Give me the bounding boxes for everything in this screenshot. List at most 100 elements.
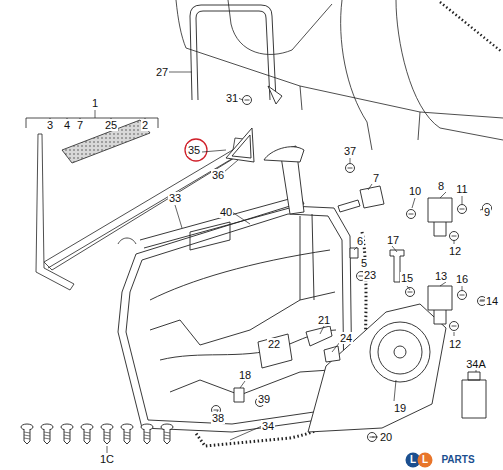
door-shell-part [170, 370, 330, 395]
callout-number: 40 [219, 206, 233, 218]
mirror-triangle [185, 128, 254, 162]
window-seal-part [268, 86, 282, 104]
fasteners-part [121, 424, 133, 444]
callout-number: 2 [141, 119, 149, 131]
door-shell-part [300, 214, 314, 300]
car-body-part [176, 0, 503, 118]
fasteners-part [161, 424, 173, 444]
callout-number: 24 [339, 332, 353, 344]
leader-lines-part [95, 110, 96, 118]
speaker-cover-part [308, 304, 446, 432]
mirror-triangle-part [185, 139, 207, 161]
fasteners-part [61, 424, 73, 444]
lock-and-brackets-part [428, 286, 452, 324]
callout-number: 13 [434, 270, 448, 282]
leader-lines-part [216, 342, 340, 414]
fasteners-part [101, 424, 113, 444]
callout-number: 22 [267, 338, 281, 350]
mirror-triangle-part [232, 135, 251, 158]
fasteners [21, 96, 492, 445]
callout-number: 12 [448, 338, 462, 350]
leader-lines-part [107, 370, 476, 454]
logo-text: PARTS [440, 454, 475, 466]
fasteners-part [81, 424, 93, 444]
callout-number: 33 [168, 192, 182, 204]
car-body-part [396, 0, 503, 140]
callout-number: 39 [257, 393, 271, 405]
logo-part [418, 453, 433, 468]
callout-number: 15 [400, 272, 414, 284]
callout-number: 1C [99, 453, 115, 465]
fasteners-part [41, 424, 53, 444]
lock-and-brackets-part [350, 248, 358, 258]
callout-number: 16 [455, 273, 469, 285]
callout-number: 35 [187, 144, 201, 156]
callout-number: 36 [211, 169, 225, 181]
callout-number: 9 [483, 206, 491, 218]
fasteners-part [450, 232, 459, 241]
speaker-cover-part [370, 322, 430, 382]
car-body-part [341, 0, 372, 150]
callout-number: 37 [343, 145, 357, 157]
door-shell-part [126, 214, 344, 424]
callout-number: 25 [104, 119, 118, 131]
frame-trim-set-part [62, 120, 150, 163]
callout-number: 3 [46, 119, 54, 131]
logo-text: L [409, 454, 417, 466]
leader-lines [95, 72, 487, 454]
callout-number: 21 [317, 314, 331, 326]
lock-and-brackets-part [360, 186, 384, 208]
callout-number: 14 [485, 295, 499, 307]
fasteners-part [458, 205, 467, 214]
mirror-triangle-part [226, 128, 254, 162]
callout-number: 17 [386, 234, 400, 246]
lock-and-brackets-part [428, 198, 452, 236]
lock-and-brackets-part [306, 326, 332, 346]
speaker-cover [308, 304, 446, 432]
callout-number: 8 [437, 180, 445, 192]
window-seal [190, 5, 282, 104]
fasteners-part [141, 424, 153, 444]
lock-and-brackets-part [258, 334, 292, 368]
callout-number: 5 [360, 257, 368, 269]
callout-number: 19 [393, 402, 407, 414]
lock-and-brackets-part [234, 388, 244, 402]
door-shell-part [264, 147, 304, 162]
fasteners-part [21, 424, 33, 444]
window-seal-part [190, 5, 276, 100]
callout-number: 12 [448, 245, 462, 257]
callout-number: 34 [261, 420, 275, 432]
callout-number: 1 [91, 97, 99, 109]
fasteners-part [406, 288, 415, 297]
fasteners-part [346, 164, 355, 173]
callout-number: 18 [238, 369, 252, 381]
lock-and-brackets-part [324, 346, 340, 362]
callout-number: 11 [455, 183, 468, 195]
leader-lines-part [350, 158, 446, 208]
car-body [176, 0, 503, 150]
window-seal-part [196, 11, 270, 100]
fasteners-part [458, 291, 467, 300]
callout-number: 7 [372, 172, 380, 184]
car-body-part [300, 86, 420, 140]
callout-number: 6 [356, 235, 364, 247]
callout-number: 7 [76, 119, 84, 131]
door-shell-part [140, 196, 304, 250]
speaker-cover-part [378, 330, 422, 374]
logo-text: L [421, 454, 429, 466]
logo [406, 453, 433, 468]
lock-and-brackets-part [338, 200, 360, 212]
fasteners-part [407, 210, 416, 219]
leader-lines-part [320, 286, 486, 336]
callout-number: 10 [408, 185, 422, 197]
callout-number: 34A [465, 358, 487, 370]
door-shell [118, 146, 352, 432]
frame-trim-set-part [118, 238, 136, 244]
car-body-part [228, 0, 332, 54]
lock-and-brackets-part [462, 372, 486, 418]
callout-number: 20 [379, 431, 393, 443]
fasteners-part [450, 322, 459, 331]
door-shell-part [150, 250, 335, 345]
